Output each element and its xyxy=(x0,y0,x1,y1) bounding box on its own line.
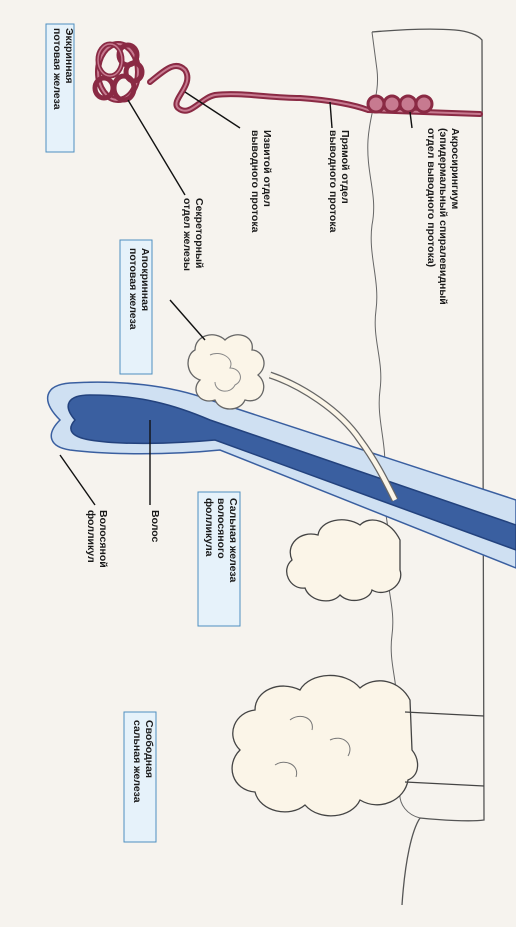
follicle-sebaceous-gland xyxy=(287,520,401,601)
eccrine-label-line1: Эккринная xyxy=(63,28,75,84)
label-apocrine-gland: Апокринная потовая железа xyxy=(120,240,152,374)
svg-text:Прямой отдел выводного п: Прямой отдел выводного протока xyxy=(327,130,351,233)
straight-duct-label-line2: выводного протока xyxy=(327,130,339,233)
follicle-label-line2: фолликул xyxy=(85,510,97,563)
hair-follicle-group xyxy=(48,382,516,568)
apocrine-label-line2: потовая железа xyxy=(127,248,139,330)
secretory-label-line1: Секреторный xyxy=(193,198,205,268)
free-sebaceous-gland-group xyxy=(232,675,484,815)
label-free-sebaceous: Свободная сальная железа xyxy=(124,712,156,842)
svg-text:Волосяной фолликул: Волосяной фолликул xyxy=(85,510,109,571)
apocrine-coil xyxy=(188,335,264,409)
acrosyringium-label-line3: отдел выводного протока) xyxy=(425,128,437,267)
svg-text:Волос: Волос xyxy=(149,510,161,543)
label-coiled-duct: Извитой отдел выводного протока xyxy=(249,130,273,233)
apocrine-label-line1: Апокринная xyxy=(139,248,151,311)
straight-duct-label-line1: Прямой отдел xyxy=(339,130,351,204)
acrosyringium-label-line1: Акросирингиум xyxy=(449,128,461,210)
label-hair: Волос xyxy=(149,510,161,543)
svg-text:Секреторный отдел железы: Секреторный отдел железы xyxy=(181,198,205,271)
svg-text:Извитой отдел выводного: Извитой отдел выводного протока xyxy=(249,130,273,233)
label-acrosyringium: Акросирингиум (эпидермальный спиралевидн… xyxy=(425,128,461,308)
free-sebaceous-gland xyxy=(232,675,418,815)
follicle-sebaceous-label-line2: волосяного xyxy=(215,498,227,559)
label-secretory: Секреторный отдел железы xyxy=(181,198,205,271)
coiled-duct-label-line2: выводного протока xyxy=(249,130,261,233)
label-follicle-sebaceous: Сальная железа волосяного фолликула xyxy=(198,492,240,626)
label-follicle: Волосяной фолликул xyxy=(85,510,109,571)
free-sebaceous-duct xyxy=(405,712,484,786)
follicle-sebaceous-label-line3: фолликула xyxy=(203,498,215,557)
label-straight-duct: Прямой отдел выводного протока xyxy=(327,130,351,233)
hair-label-line1: Волос xyxy=(149,510,161,543)
follicle-label-line1: Волосяной xyxy=(97,510,109,568)
eccrine-gland-group xyxy=(95,44,480,114)
svg-text:Акросирингиум (эпидермал: Акросирингиум (эпидермальный спиралевидн… xyxy=(425,128,461,308)
eccrine-secretory-coil xyxy=(95,44,142,100)
secretory-label-line2: отдел железы xyxy=(181,198,193,271)
label-eccrine-gland: Эккринная потовая железа xyxy=(46,24,75,152)
free-sebaceous-label-line2: сальная железа xyxy=(131,720,143,803)
eccrine-label-line2: потовая железа xyxy=(51,28,63,110)
free-sebaceous-label-line1: Свободная xyxy=(143,720,155,778)
follicle-sebaceous-label-line1: Сальная железа xyxy=(227,498,239,582)
acrosyringium-label-line2: (эпидермальный спиралевидный xyxy=(437,128,449,305)
coiled-duct-label-line1: Извитой отдел xyxy=(261,130,273,207)
